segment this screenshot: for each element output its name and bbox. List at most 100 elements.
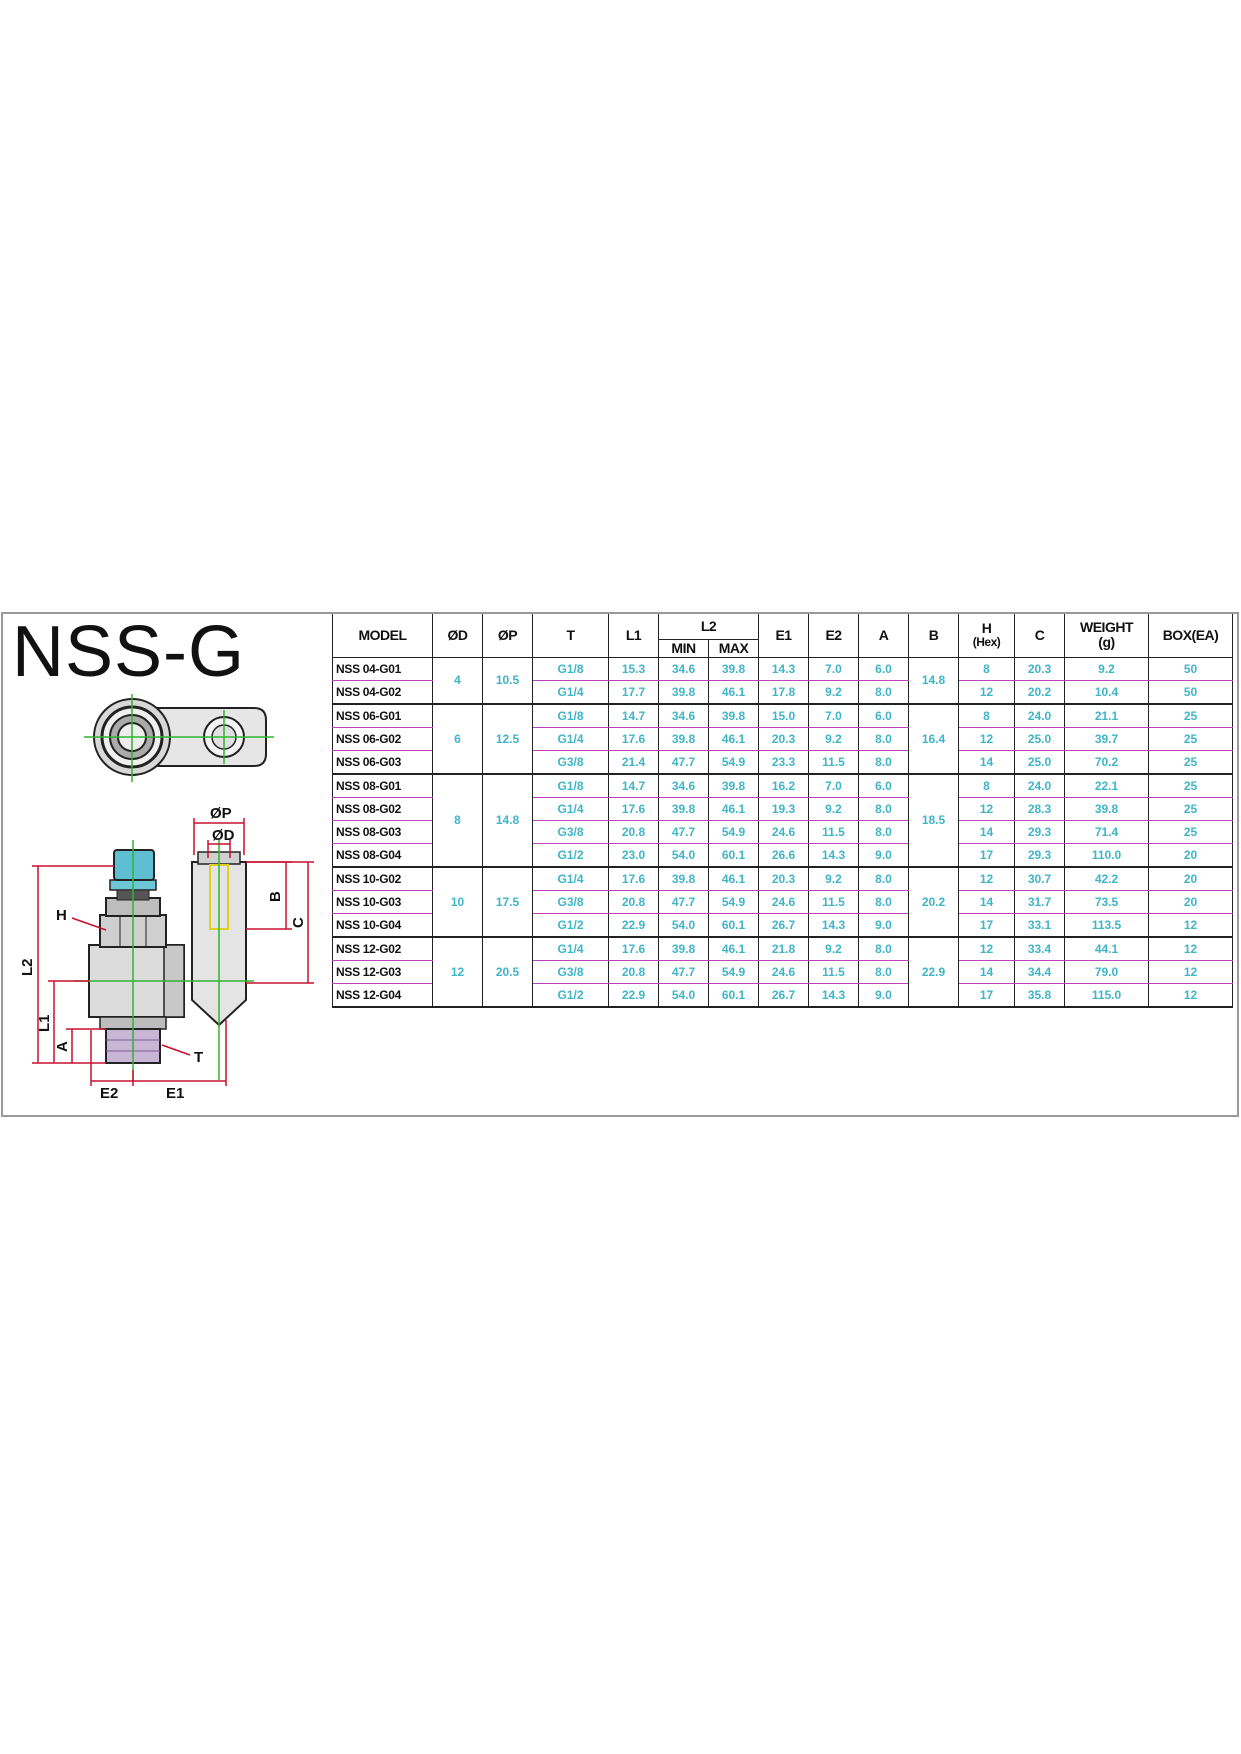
cell-l1: 14.7 xyxy=(608,703,659,728)
cell-e1: 16.2 xyxy=(758,773,809,798)
cell-min: 39.8 xyxy=(658,936,709,961)
cell-box: 12 xyxy=(1148,960,1233,984)
cell-l1: 22.9 xyxy=(608,913,659,938)
cell-h: 12 xyxy=(958,936,1015,961)
cell-t: G1/4 xyxy=(532,727,609,751)
cell-b: 22.9 xyxy=(908,936,959,1008)
cell-c: 24.0 xyxy=(1014,773,1065,798)
cell-c: 29.3 xyxy=(1014,820,1065,844)
cell-min: 47.7 xyxy=(658,890,709,914)
cell-t: G1/2 xyxy=(532,843,609,868)
label-h: H xyxy=(56,907,67,924)
cell-model: NSS 06-G03 xyxy=(332,750,433,775)
cell-min: 47.7 xyxy=(658,960,709,984)
cell-box: 25 xyxy=(1148,727,1233,751)
cell-weight: 113.5 xyxy=(1064,913,1149,938)
cell-min: 54.0 xyxy=(658,913,709,938)
cell-c: 34.4 xyxy=(1014,960,1065,984)
product-title: NSS-G xyxy=(12,612,246,692)
label-l1: L1 xyxy=(36,1014,53,1032)
cell-max: 54.9 xyxy=(708,960,759,984)
cell-e2: 11.5 xyxy=(808,890,859,914)
cell-a: 6.0 xyxy=(858,657,909,681)
cell-l1: 17.6 xyxy=(608,936,659,961)
cell-e2: 7.0 xyxy=(808,657,859,681)
label-od: ØD xyxy=(212,827,235,844)
cell-box: 20 xyxy=(1148,866,1233,891)
cell-e2: 11.5 xyxy=(808,750,859,775)
cell-h: 8 xyxy=(958,703,1015,728)
cell-e2: 14.3 xyxy=(808,843,859,868)
cell-e1: 23.3 xyxy=(758,750,809,775)
cell-e1: 21.8 xyxy=(758,936,809,961)
cell-t: G1/8 xyxy=(532,773,609,798)
cell-box: 12 xyxy=(1148,936,1233,961)
cell-e2: 9.2 xyxy=(808,936,859,961)
cell-op: 14.8 xyxy=(482,773,533,868)
cell-op: 10.5 xyxy=(482,657,533,705)
label-op: ØP xyxy=(210,805,232,822)
cell-max: 46.1 xyxy=(708,866,759,891)
cell-a: 8.0 xyxy=(858,890,909,914)
cell-model: NSS 10-G03 xyxy=(332,890,433,914)
cell-weight: 73.5 xyxy=(1064,890,1149,914)
cell-e1: 24.6 xyxy=(758,960,809,984)
cell-h: 12 xyxy=(958,866,1015,891)
cell-c: 30.7 xyxy=(1014,866,1065,891)
col-l2-max: MAX xyxy=(708,639,759,658)
cell-a: 8.0 xyxy=(858,936,909,961)
cell-a: 9.0 xyxy=(858,843,909,868)
cell-l1: 17.6 xyxy=(608,797,659,821)
cell-c: 33.4 xyxy=(1014,936,1065,961)
col-box: BOX(EA) xyxy=(1148,614,1233,658)
cell-t: G1/4 xyxy=(532,936,609,961)
col-e2: E2 xyxy=(808,614,859,658)
cell-a: 8.0 xyxy=(858,866,909,891)
cell-h: 17 xyxy=(958,983,1015,1008)
label-a: A xyxy=(54,1041,71,1052)
fitting-technical-drawing: ØP ØD B C H L2 L1 A T E2 E1 xyxy=(19,694,314,1100)
cell-max: 60.1 xyxy=(708,843,759,868)
cell-h: 17 xyxy=(958,843,1015,868)
cell-weight: 79.0 xyxy=(1064,960,1149,984)
cell-od: 4 xyxy=(432,657,483,705)
col-od: ØD xyxy=(432,614,483,658)
col-l2: L2 xyxy=(658,614,759,640)
cell-weight: 39.8 xyxy=(1064,797,1149,821)
cell-min: 39.8 xyxy=(658,680,709,705)
cell-e1: 15.0 xyxy=(758,703,809,728)
col-weight: WEIGHT (g) xyxy=(1064,614,1149,658)
spec-sheet-frame xyxy=(1,612,1239,1117)
col-op: ØP xyxy=(482,614,533,658)
cell-min: 54.0 xyxy=(658,983,709,1008)
col-b: B xyxy=(908,614,959,658)
label-l2: L2 xyxy=(19,958,36,976)
cell-t: G1/8 xyxy=(532,703,609,728)
cell-l1: 14.7 xyxy=(608,773,659,798)
cell-a: 6.0 xyxy=(858,703,909,728)
cell-max: 39.8 xyxy=(708,773,759,798)
label-b: B xyxy=(267,891,284,902)
cell-box: 20 xyxy=(1148,890,1233,914)
cell-a: 8.0 xyxy=(858,797,909,821)
cell-max: 54.9 xyxy=(708,820,759,844)
cell-c: 28.3 xyxy=(1014,797,1065,821)
cell-t: G1/4 xyxy=(532,797,609,821)
cell-e2: 9.2 xyxy=(808,680,859,705)
cell-e1: 24.6 xyxy=(758,820,809,844)
cell-max: 46.1 xyxy=(708,797,759,821)
cell-l1: 17.6 xyxy=(608,866,659,891)
label-e2: E2 xyxy=(100,1085,118,1100)
cell-min: 34.6 xyxy=(658,703,709,728)
cell-e1: 17.8 xyxy=(758,680,809,705)
cell-b: 16.4 xyxy=(908,703,959,775)
cell-e2: 9.2 xyxy=(808,866,859,891)
cell-box: 50 xyxy=(1148,657,1233,681)
cell-weight: 110.0 xyxy=(1064,843,1149,868)
